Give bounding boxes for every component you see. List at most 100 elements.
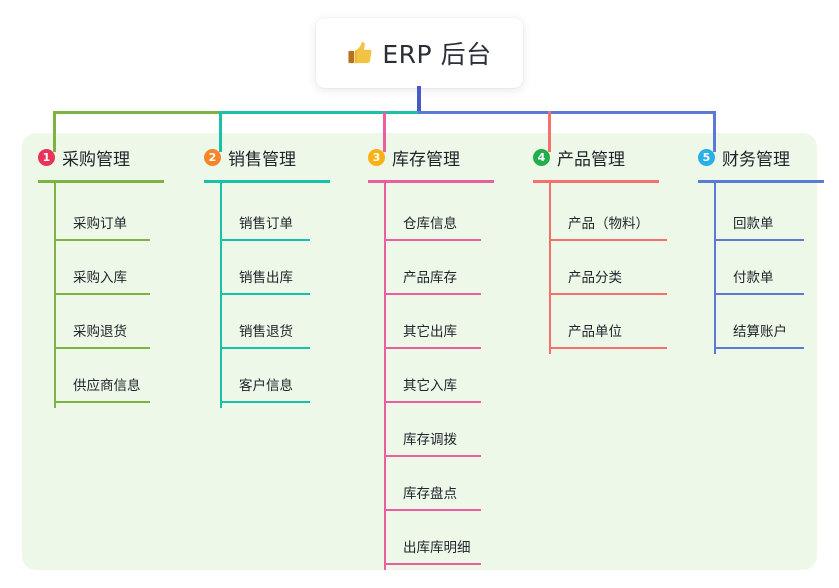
column-1: 1 采购管理采购订单采购入库采购退货供应商信息: [22, 145, 164, 408]
leaf-rule: [54, 347, 150, 349]
column-header-5[interactable]: 5 财务管理: [682, 145, 790, 170]
leaf-label: 其它出库: [403, 324, 457, 340]
leaf-item[interactable]: 其它出库: [384, 300, 481, 354]
leaf-item[interactable]: 采购订单: [54, 192, 150, 246]
leaf-item[interactable]: 销售退货: [220, 300, 310, 354]
leaf-rule: [384, 563, 481, 565]
column-badge-1: 1: [38, 148, 55, 166]
leaf-rule: [714, 347, 804, 349]
leaf-item[interactable]: 其它入库: [384, 354, 481, 408]
column-badge-5: 5: [698, 148, 715, 166]
leaf-item[interactable]: 出库库明细: [384, 516, 481, 570]
leaf-label: 采购退货: [73, 324, 127, 340]
leaf-label: 库存调拨: [403, 432, 457, 448]
leaf-label: 销售出库: [239, 270, 293, 286]
leaf-item[interactable]: 付款单: [714, 246, 804, 300]
leaf-item[interactable]: 供应商信息: [54, 354, 150, 408]
bus-segment-1: [53, 111, 221, 114]
column-header-rule-4: [533, 180, 659, 183]
column-header-rule-5: [698, 180, 824, 183]
diagram-panel: [22, 133, 817, 570]
leaf-item[interactable]: 库存调拨: [384, 408, 481, 462]
root-title: ERP 后台: [382, 40, 492, 69]
leaf-label: 采购入库: [73, 270, 127, 286]
root-node[interactable]: ERP 后台: [316, 18, 523, 88]
leaf-label: 结算账户: [733, 324, 787, 340]
leaf-label: 产品单位: [568, 324, 622, 340]
leaf-rule: [384, 509, 481, 511]
column-spine-4: [549, 183, 551, 354]
column-header-1[interactable]: 1 采购管理: [22, 145, 130, 170]
leaf-item[interactable]: 采购入库: [54, 246, 150, 300]
leaf-label: 客户信息: [239, 378, 293, 394]
leaf-rule: [384, 293, 481, 295]
leaf-rule: [220, 401, 310, 403]
leaf-label: 库存盘点: [403, 486, 457, 502]
leaf-item[interactable]: 回款单: [714, 192, 804, 246]
column-title-3: 库存管理: [392, 149, 460, 170]
column-3: 3 库存管理仓库信息产品库存其它出库其它入库库存调拨库存盘点出库库明细: [352, 145, 494, 570]
leaf-item[interactable]: 结算账户: [714, 300, 804, 354]
leaf-item[interactable]: 销售订单: [220, 192, 310, 246]
leaf-item[interactable]: 销售出库: [220, 246, 310, 300]
leaf-rule: [54, 401, 150, 403]
column-badge-2: 2: [204, 148, 221, 166]
column-5: 5 财务管理回款单付款单结算账户: [682, 145, 824, 354]
leaf-label: 产品（物料）: [568, 216, 649, 232]
leaf-item[interactable]: 产品（物料）: [549, 192, 667, 246]
column-header-rule-2: [204, 180, 330, 183]
leaf-rule: [220, 347, 310, 349]
drop-line-5: [713, 111, 716, 152]
leaf-rule: [54, 293, 150, 295]
column-header-2[interactable]: 2 销售管理: [188, 145, 296, 170]
drop-line-1: [53, 111, 56, 152]
leaf-label: 产品库存: [403, 270, 457, 286]
column-spine-2: [220, 183, 222, 408]
bus-segment-3: [418, 111, 716, 114]
leaf-rule: [549, 347, 667, 349]
column-header-3[interactable]: 3 库存管理: [352, 145, 460, 170]
leaf-rule: [220, 293, 310, 295]
leaf-label: 销售退货: [239, 324, 293, 340]
leaf-item[interactable]: 客户信息: [220, 354, 310, 408]
drop-line-4: [548, 111, 551, 152]
column-2: 2 销售管理销售订单销售出库销售退货客户信息: [188, 145, 330, 408]
column-title-4: 产品管理: [557, 149, 625, 170]
leaf-rule: [54, 239, 150, 241]
drop-line-2: [219, 111, 222, 152]
leaf-rule: [549, 293, 667, 295]
leaf-item[interactable]: 库存盘点: [384, 462, 481, 516]
column-title-2: 销售管理: [228, 149, 296, 170]
leaf-label: 仓库信息: [403, 216, 457, 232]
leaf-label: 供应商信息: [73, 378, 141, 394]
column-title-5: 财务管理: [722, 149, 790, 170]
leaf-label: 采购订单: [73, 216, 127, 232]
column-badge-3: 3: [368, 148, 385, 166]
drop-line-3: [383, 111, 386, 152]
leaf-rule: [714, 293, 804, 295]
bus-segment-2: [219, 111, 420, 114]
leaf-rule: [384, 239, 481, 241]
column-header-rule-3: [368, 180, 494, 183]
leaf-rule: [384, 455, 481, 457]
leaf-item[interactable]: 采购退货: [54, 300, 150, 354]
root-stem-line: [417, 86, 421, 114]
thumbs-up-icon: [348, 42, 372, 64]
leaf-label: 付款单: [733, 270, 774, 286]
leaf-rule: [714, 239, 804, 241]
column-header-rule-1: [38, 180, 164, 183]
leaf-item[interactable]: 仓库信息: [384, 192, 481, 246]
leaf-label: 产品分类: [568, 270, 622, 286]
leaf-label: 出库库明细: [403, 540, 471, 556]
leaf-item[interactable]: 产品分类: [549, 246, 667, 300]
column-spine-5: [714, 183, 716, 354]
column-spine-3: [384, 183, 386, 570]
column-title-1: 采购管理: [62, 149, 130, 170]
column-spine-1: [54, 183, 56, 408]
leaf-item[interactable]: 产品单位: [549, 300, 667, 354]
leaf-item[interactable]: 产品库存: [384, 246, 481, 300]
leaf-label: 回款单: [733, 216, 774, 232]
